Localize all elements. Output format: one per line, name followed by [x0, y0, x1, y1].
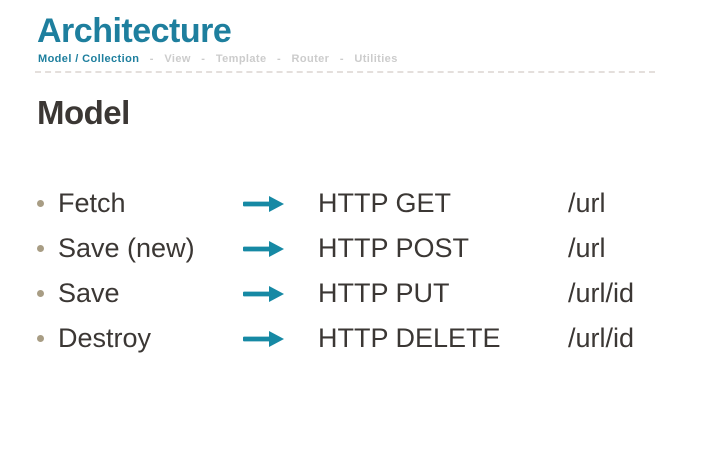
bullet-dot-icon [37, 290, 44, 297]
http-method: HTTP GET [318, 188, 452, 218]
url-path: /url/id [568, 323, 635, 353]
bullet-dot-icon [37, 245, 44, 252]
url-path: /url [568, 233, 606, 263]
http-method: HTTP POST [318, 233, 470, 263]
bullet-dot-icon [37, 335, 44, 342]
right-arrow-icon [243, 330, 318, 348]
http-method: HTTP PUT [318, 278, 450, 308]
list-item: Save HTTP PUT /url/id [37, 271, 728, 316]
list-item: Fetch HTTP GET /url [37, 181, 728, 226]
breadcrumb-item-router: Router [291, 53, 330, 65]
action-label: Fetch [58, 188, 126, 218]
section-heading: Model [37, 94, 130, 131]
breadcrumb-item-view: View [164, 53, 191, 65]
url-path: /url [568, 188, 606, 218]
breadcrumb: Model / Collection - View - Template - R… [38, 53, 398, 65]
breadcrumb-active-item: Model / Collection [38, 53, 140, 65]
dashed-divider [35, 71, 655, 73]
slide-title: Architecture [37, 12, 232, 50]
list-item: Destroy HTTP DELETE /url/id [37, 316, 728, 361]
breadcrumb-item-utilities: Utilities [354, 53, 398, 65]
breadcrumb-separator: - [201, 53, 206, 65]
right-arrow-icon [243, 195, 318, 213]
bullet-dot-icon [37, 200, 44, 207]
breadcrumb-item-template: Template [215, 53, 267, 65]
action-label: Save [58, 278, 120, 308]
action-label: Save (new) [58, 233, 195, 263]
right-arrow-icon [243, 285, 318, 303]
http-method: HTTP DELETE [318, 323, 501, 353]
action-label: Destroy [58, 323, 152, 353]
breadcrumb-separator: - [276, 53, 282, 65]
url-path: /url/id [568, 278, 635, 308]
right-arrow-icon [243, 240, 318, 258]
breadcrumb-separator: - [149, 53, 154, 65]
breadcrumb-separator: - [339, 53, 344, 65]
list-item: Save (new) HTTP POST /url [37, 226, 728, 271]
mapping-list: Fetch HTTP GET /url Save (new) HTTP POST… [37, 181, 728, 361]
